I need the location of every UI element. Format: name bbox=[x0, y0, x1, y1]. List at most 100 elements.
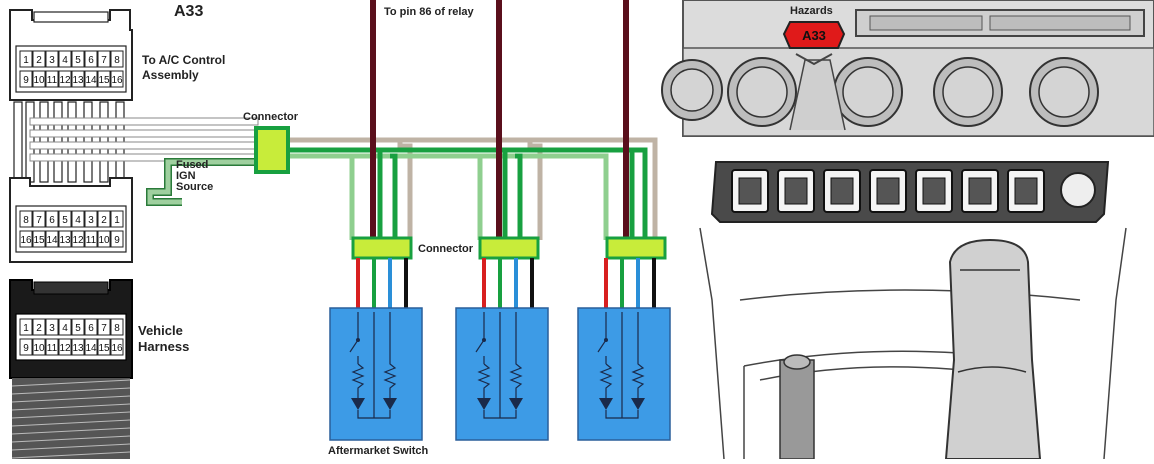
pin-number: 15 bbox=[33, 235, 45, 246]
pin-cell bbox=[97, 50, 111, 68]
pin-number: 3 bbox=[49, 55, 55, 66]
pin-number: 13 bbox=[59, 235, 71, 246]
pin-cell bbox=[110, 338, 124, 356]
pin-number: 14 bbox=[85, 75, 97, 86]
pin-cell bbox=[45, 338, 59, 356]
hazards-button-label: A33 bbox=[802, 28, 826, 43]
pin-number: 13 bbox=[72, 343, 84, 354]
pin-cell bbox=[58, 50, 72, 68]
pin-number: 2 bbox=[36, 323, 42, 334]
connector-block-2 bbox=[478, 236, 540, 260]
pin-number: 15 bbox=[98, 343, 110, 354]
climate-knob-2[interactable] bbox=[727, 57, 797, 127]
fused-label-line1: Fused bbox=[176, 159, 208, 171]
pin-cell bbox=[84, 70, 98, 88]
pin-cell bbox=[45, 210, 59, 228]
pin-number: 6 bbox=[88, 55, 94, 66]
climate-knob-4[interactable] bbox=[933, 57, 1003, 127]
pin-cell bbox=[71, 70, 85, 88]
switch-body[interactable] bbox=[577, 307, 671, 441]
handbrake-lever[interactable] bbox=[779, 354, 815, 460]
pin-cell bbox=[58, 318, 72, 336]
pin-number: 11 bbox=[47, 75, 58, 86]
climate-knob-3[interactable] bbox=[833, 57, 903, 127]
pin-cell bbox=[32, 210, 46, 228]
pin-cell bbox=[71, 230, 85, 248]
tan-bus-wires bbox=[288, 137, 658, 240]
pin-cell bbox=[58, 70, 72, 88]
dashboard-illustration: Hazards A33 bbox=[661, 0, 1154, 460]
pin-cell bbox=[97, 318, 111, 336]
pin-number: 5 bbox=[75, 55, 81, 66]
pin-cell bbox=[110, 70, 124, 88]
pin-number: 12 bbox=[59, 75, 71, 86]
pin-number: 11 bbox=[86, 235, 97, 246]
pin-cell bbox=[97, 70, 111, 88]
pin-cell bbox=[84, 338, 98, 356]
pin-number: 14 bbox=[85, 343, 97, 354]
aftermarket-switches bbox=[329, 258, 671, 441]
pin-cell bbox=[45, 318, 59, 336]
pin-cell bbox=[19, 70, 33, 88]
fused-label-line3: Source bbox=[176, 181, 213, 193]
switch-body[interactable] bbox=[329, 307, 423, 441]
pin-cell bbox=[19, 230, 33, 248]
pin-number: 16 bbox=[111, 343, 123, 354]
connector-block-1 bbox=[351, 236, 413, 260]
pin-cell bbox=[110, 50, 124, 68]
pin-cell bbox=[19, 318, 33, 336]
pin-number: 9 bbox=[23, 343, 29, 354]
pin-number: 16 bbox=[111, 75, 123, 86]
climate-knob-5[interactable] bbox=[1029, 57, 1099, 127]
pin-cell bbox=[84, 210, 98, 228]
connector-label-top: Connector bbox=[243, 111, 299, 123]
ac-control-label-line1: To A/C Control bbox=[142, 53, 225, 67]
switch-body[interactable] bbox=[455, 307, 549, 441]
hazards-button[interactable]: A33 bbox=[782, 21, 846, 49]
pin-number: 1 bbox=[114, 215, 120, 226]
relay-wires bbox=[370, 0, 629, 240]
gear-shifter[interactable] bbox=[944, 238, 1042, 460]
pin-number: 8 bbox=[114, 323, 120, 334]
pin-number: 1 bbox=[23, 55, 29, 66]
hazards-label: Hazards bbox=[790, 5, 833, 17]
pin-cell bbox=[19, 50, 33, 68]
pin-cell bbox=[32, 338, 46, 356]
pin-number: 6 bbox=[49, 215, 55, 226]
aftermarket-switch-3 bbox=[577, 258, 671, 441]
pin-cell bbox=[32, 230, 46, 248]
aftermarket-switch-label: Aftermarket Switch bbox=[328, 445, 429, 457]
pin-cell bbox=[97, 210, 111, 228]
pin-number: 8 bbox=[23, 215, 29, 226]
pin-cell bbox=[45, 70, 59, 88]
pin-number: 11 bbox=[47, 343, 58, 354]
fused-label-line2: IGN bbox=[176, 170, 196, 182]
pin-cell bbox=[71, 50, 85, 68]
pin-cell bbox=[58, 338, 72, 356]
pin-cell bbox=[32, 70, 46, 88]
pin-number: 16 bbox=[20, 235, 32, 246]
pin-number: 12 bbox=[72, 235, 84, 246]
aftermarket-switch-2 bbox=[455, 258, 549, 441]
climate-knob-1[interactable] bbox=[661, 59, 723, 121]
pin-cell bbox=[45, 230, 59, 248]
pin-cell bbox=[97, 338, 111, 356]
vehicle-harness-label-line1: Vehicle bbox=[138, 323, 183, 338]
pin-cell bbox=[45, 50, 59, 68]
pin-number: 4 bbox=[75, 215, 81, 226]
pin-cell bbox=[32, 318, 46, 336]
pin-number: 2 bbox=[101, 215, 107, 226]
green-bus-wires bbox=[288, 147, 648, 240]
pin-number: 10 bbox=[33, 343, 45, 354]
accessory-port[interactable] bbox=[1060, 172, 1096, 208]
pin-number: 7 bbox=[101, 55, 107, 66]
pin-number: 8 bbox=[114, 55, 120, 66]
switch-blank-panel bbox=[731, 169, 1045, 213]
pin-number: 10 bbox=[33, 75, 45, 86]
pin-number: 7 bbox=[36, 215, 42, 226]
